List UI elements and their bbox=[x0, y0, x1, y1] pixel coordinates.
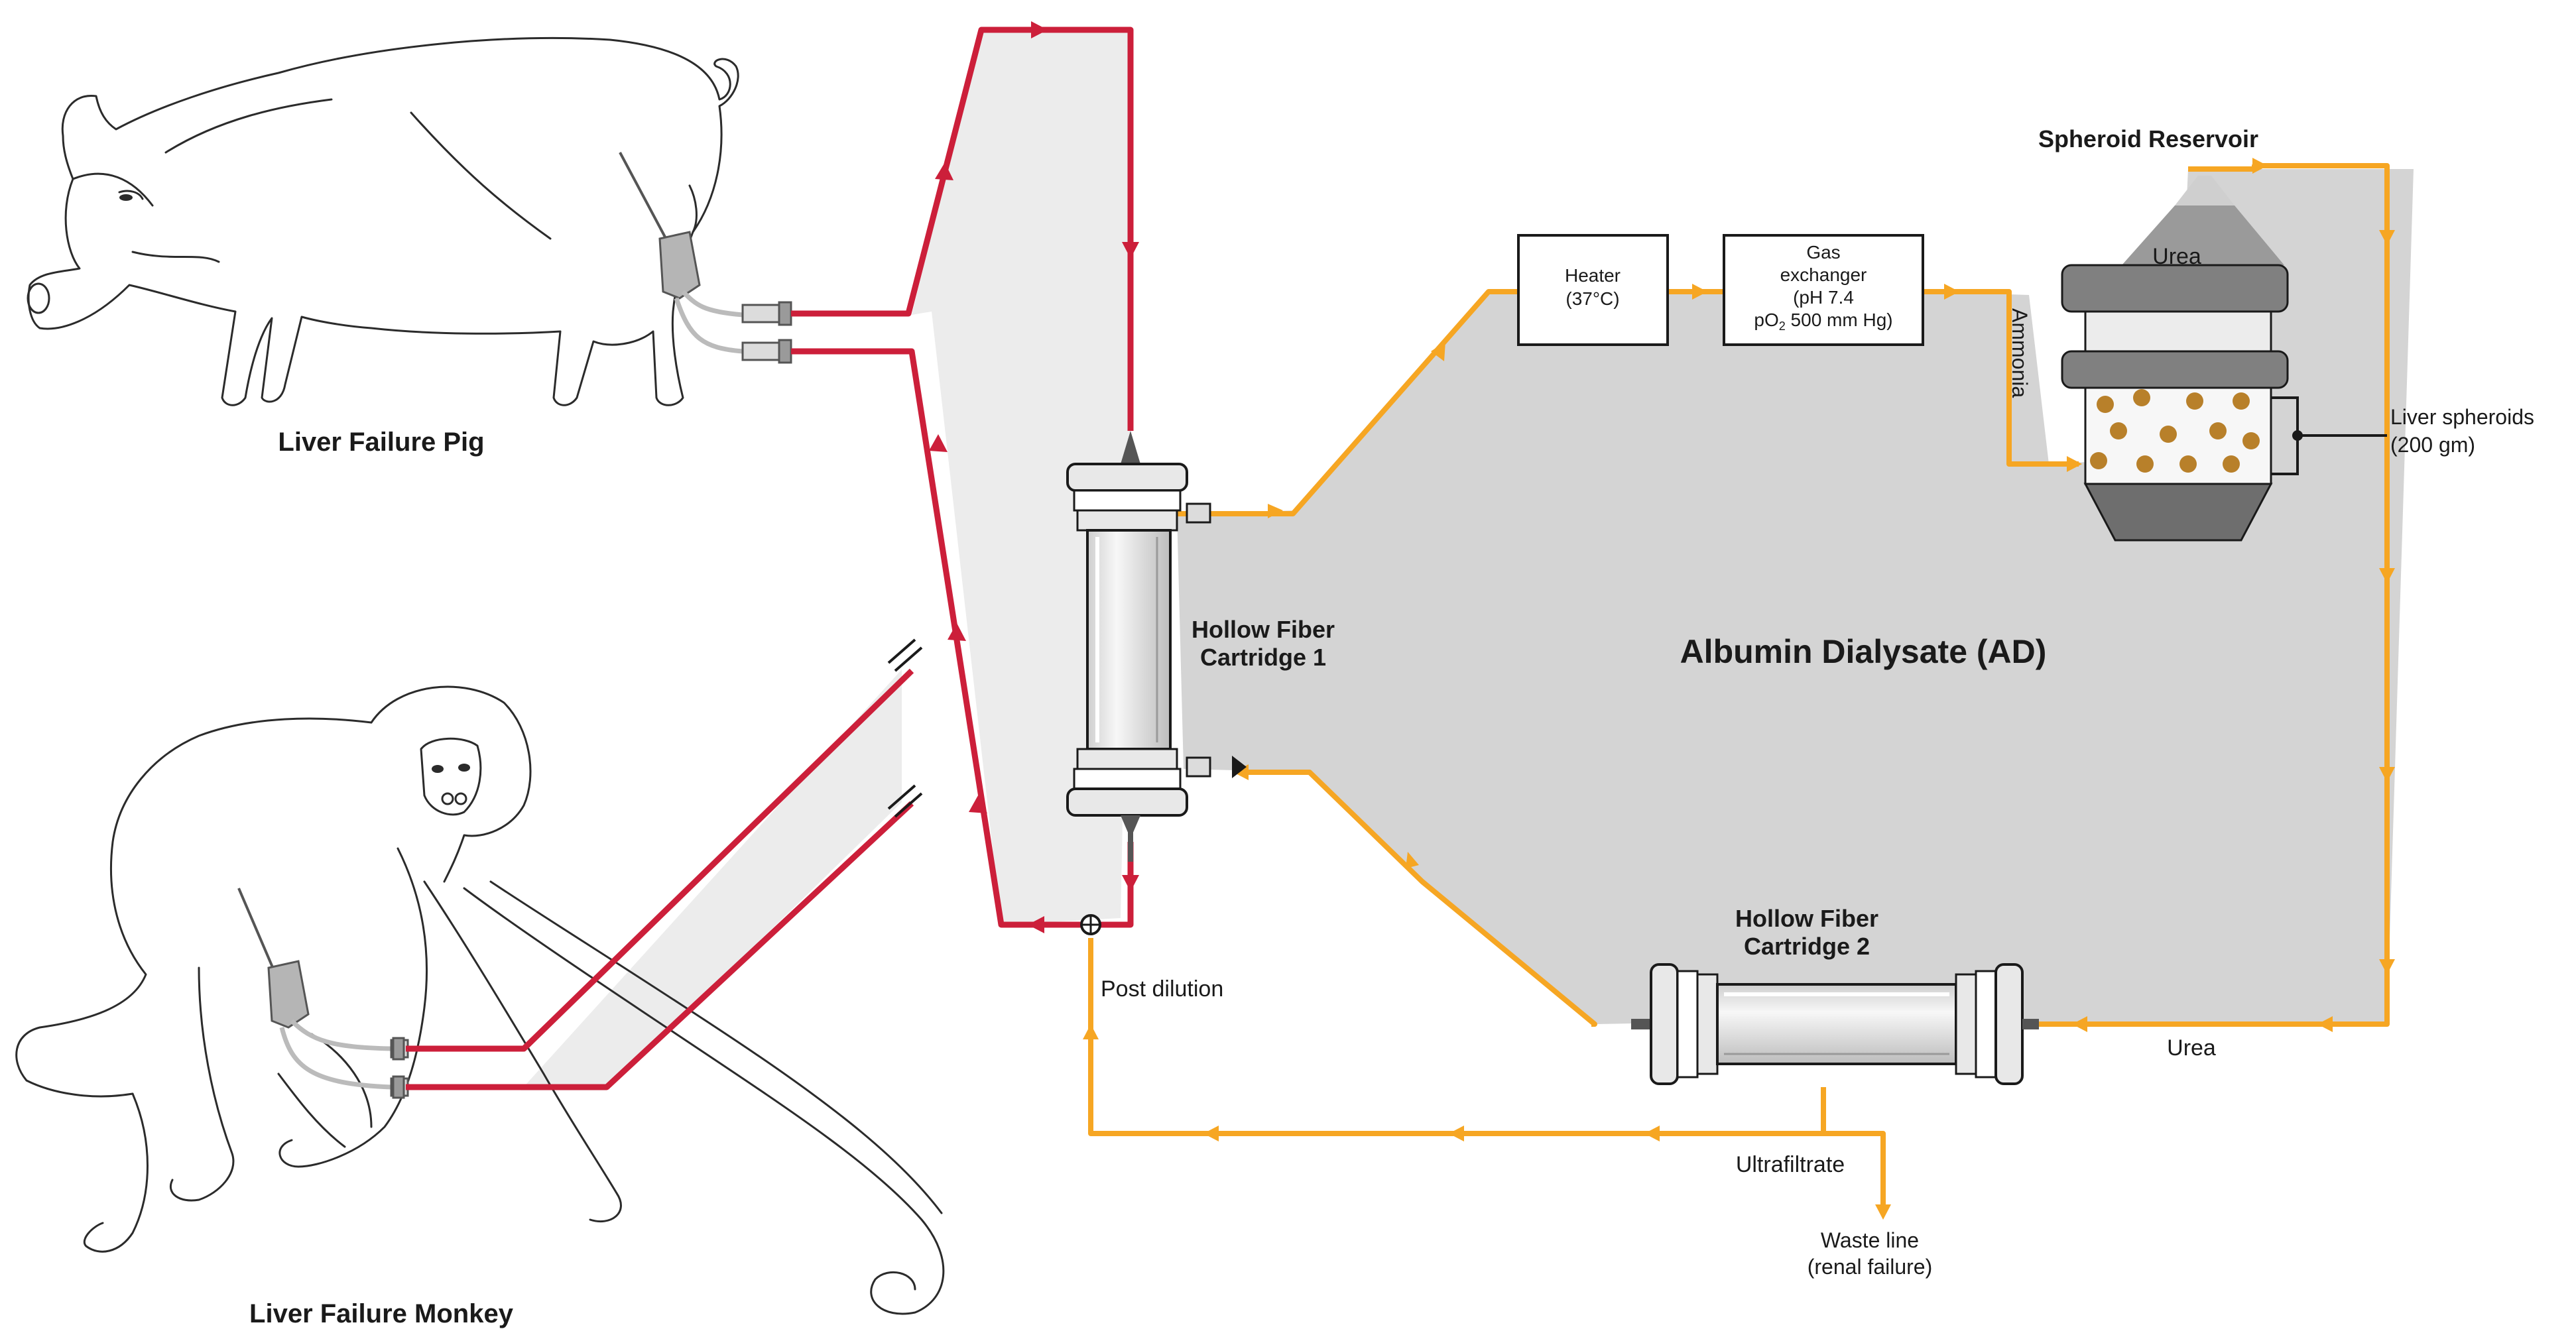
po2-subscript: 2 bbox=[1779, 320, 1786, 333]
blood-lines bbox=[406, 21, 1139, 1090]
hollow-fiber-cartridge-2 bbox=[1631, 963, 2039, 1085]
gas-exchanger-label-line4: pO2 500 mm Hg) bbox=[1754, 310, 1892, 333]
waste-line-label-line2: (renal failure) bbox=[1808, 1255, 1933, 1279]
heater-label-line2: (37°C) bbox=[1565, 288, 1619, 309]
albumin-dialysate-label: Albumin Dialysate (AD) bbox=[1680, 633, 2047, 670]
pig-label: Liver Failure Pig bbox=[278, 428, 484, 457]
cartridge-2-label-line1: Hollow Fiber bbox=[1735, 905, 1878, 932]
waste-line-label-line1: Waste line bbox=[1821, 1228, 1919, 1252]
post-dilution-label: Post dilution bbox=[1101, 976, 1223, 1002]
po2-prefix: pO bbox=[1754, 310, 1778, 330]
gas-exchanger-label-line3: (pH 7.4 bbox=[1793, 287, 1854, 308]
heater-label-line1: Heater bbox=[1565, 265, 1621, 286]
heater-box bbox=[1517, 234, 1669, 346]
cartridge-2-label-line2: Cartridge 2 bbox=[1744, 933, 1870, 960]
gas-exchanger-label-line2: exchanger bbox=[1780, 264, 1867, 285]
dialysate-lines bbox=[1083, 158, 2395, 1220]
monkey-illustration bbox=[15, 685, 945, 1315]
urea-bottom-label: Urea bbox=[2167, 1035, 2216, 1061]
blood-circuit-region bbox=[912, 30, 1131, 925]
urea-top-label: Urea bbox=[2152, 244, 2201, 269]
monkey-catheter bbox=[237, 888, 409, 1099]
pig-catheter bbox=[619, 152, 792, 364]
liver-spheroids bbox=[2090, 389, 2260, 473]
gas-exchanger-label-line1: Gas bbox=[1806, 242, 1840, 262]
cartridge-1-label-line2: Cartridge 1 bbox=[1200, 644, 1326, 671]
pig-illustration bbox=[27, 36, 739, 406]
cartridge-1-label-line1: Hollow Fiber bbox=[1192, 616, 1335, 643]
ammonia-label: Ammonia bbox=[2008, 308, 2032, 398]
spheroid-reservoir-label: Spheroid Reservoir bbox=[2038, 125, 2258, 152]
hollow-fiber-cartridge-1 bbox=[1066, 431, 1247, 839]
spheroid-reservoir bbox=[2061, 176, 2387, 542]
monkey-label: Liver Failure Monkey bbox=[249, 1299, 514, 1328]
gas-exchanger-box bbox=[1723, 234, 1924, 346]
ultrafiltrate-label: Ultrafiltrate bbox=[1736, 1152, 1845, 1177]
po2-value: 500 mm Hg) bbox=[1786, 310, 1893, 330]
liver-spheroids-label-line1: Liver spheroids bbox=[2390, 405, 2534, 429]
liver-spheroids-label-line2: (200 gm) bbox=[2390, 433, 2475, 457]
albumin-dialysate-region bbox=[1177, 169, 2414, 1024]
